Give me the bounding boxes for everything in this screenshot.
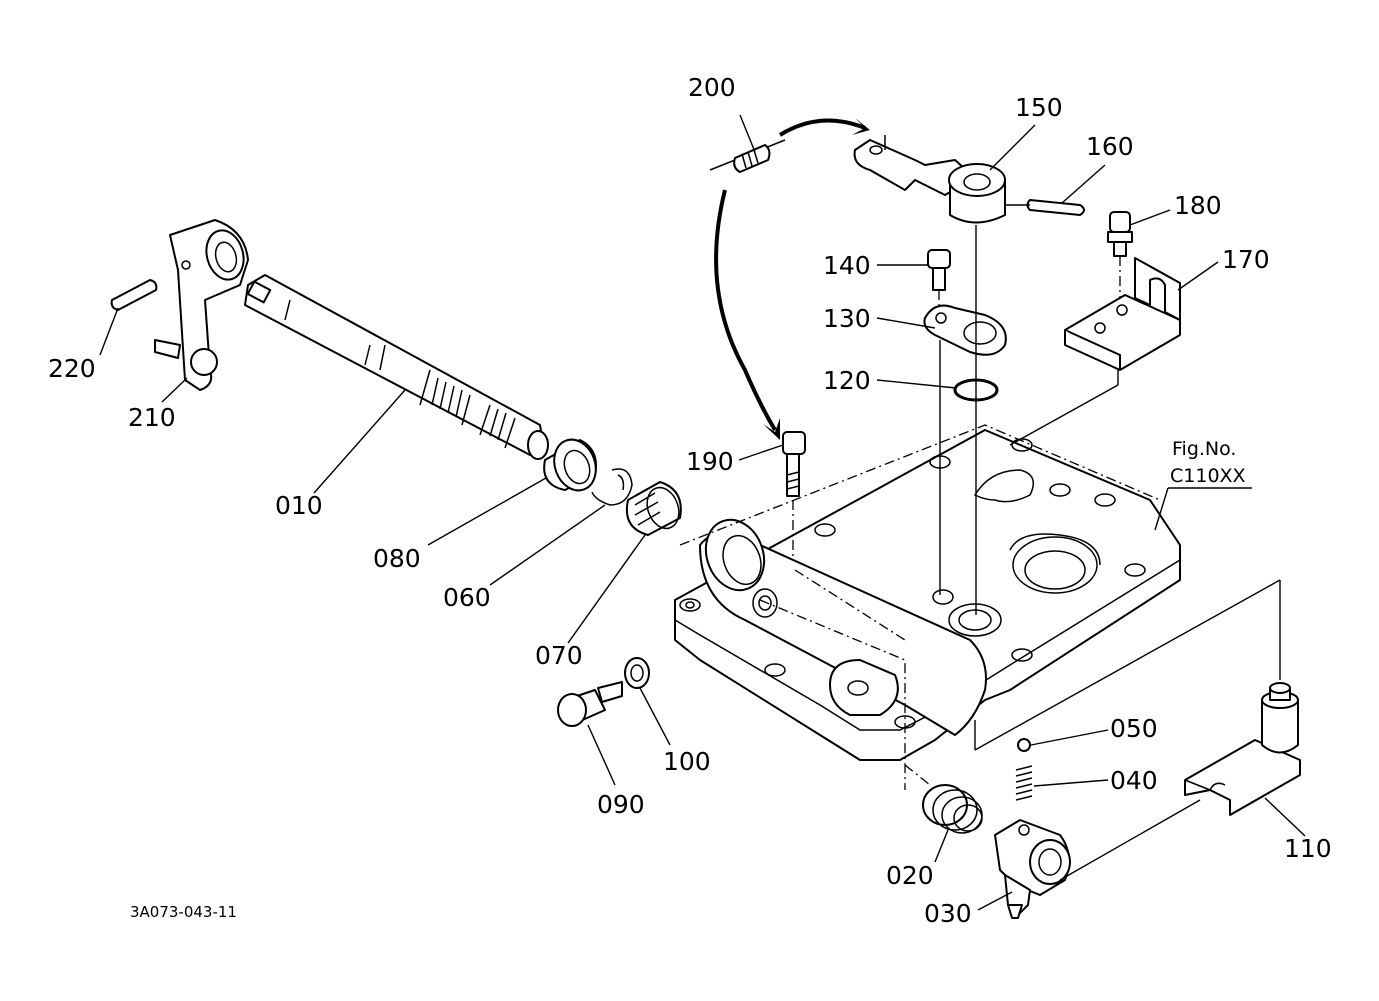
housing-cover [674, 424, 1181, 790]
label-050: 050 [1110, 714, 1158, 743]
label-070: 070 [535, 641, 583, 670]
part-040-spring [1015, 765, 1033, 801]
label-030: 030 [924, 899, 972, 928]
fig-no-label: Fig.No. [1172, 438, 1236, 460]
label-220: 220 [48, 354, 96, 383]
part-110-lever [974, 579, 1301, 816]
label-130: 130 [823, 304, 871, 333]
part-050-ball [1017, 738, 1031, 752]
part-130-plate [923, 304, 1007, 356]
label-110: 110 [1284, 834, 1332, 863]
part-010-shaft [244, 274, 549, 460]
part-070-needle-bearing [626, 481, 682, 536]
label-010: 010 [275, 491, 323, 520]
curved-arrows [714, 118, 870, 440]
part-140-bolt [927, 249, 951, 305]
figure-reference: Fig.No. C110XX [1170, 438, 1246, 487]
label-120: 120 [823, 366, 871, 395]
label-090: 090 [597, 790, 645, 819]
part-220-pin [110, 279, 158, 311]
label-170: 170 [1222, 245, 1270, 274]
label-200: 200 [688, 73, 736, 102]
label-060: 060 [443, 583, 491, 612]
part-060-snap-ring [591, 468, 633, 506]
part-080-bearing [543, 438, 597, 492]
fig-no-value: C110XX [1170, 465, 1246, 487]
part-030-joint [994, 799, 1201, 919]
label-020: 020 [886, 861, 934, 890]
part-200-spring-pin [709, 139, 786, 173]
part-labels: 200 150 160 180 170 140 130 120 190 220 … [48, 73, 1332, 928]
part-170-bracket [1009, 257, 1181, 446]
label-150: 150 [1015, 93, 1063, 122]
part-160-pin [1005, 199, 1085, 216]
part-150-arm [853, 135, 1006, 224]
part-100-washer [624, 657, 650, 689]
label-210: 210 [128, 403, 176, 432]
label-180: 180 [1174, 191, 1222, 220]
label-100: 100 [663, 747, 711, 776]
part-180-bolt [1107, 211, 1133, 300]
drawing-code: 3A073-043-11 [130, 903, 237, 921]
part-020-spring [904, 764, 983, 834]
label-160: 160 [1086, 132, 1134, 161]
label-080: 080 [373, 544, 421, 573]
label-040: 040 [1110, 766, 1158, 795]
leader-lines [99, 114, 1306, 911]
part-090-bolt [557, 681, 623, 727]
part-210-lever [154, 219, 249, 391]
part-190-bolt [782, 431, 806, 560]
label-140: 140 [823, 251, 871, 280]
label-190: 190 [686, 447, 734, 476]
